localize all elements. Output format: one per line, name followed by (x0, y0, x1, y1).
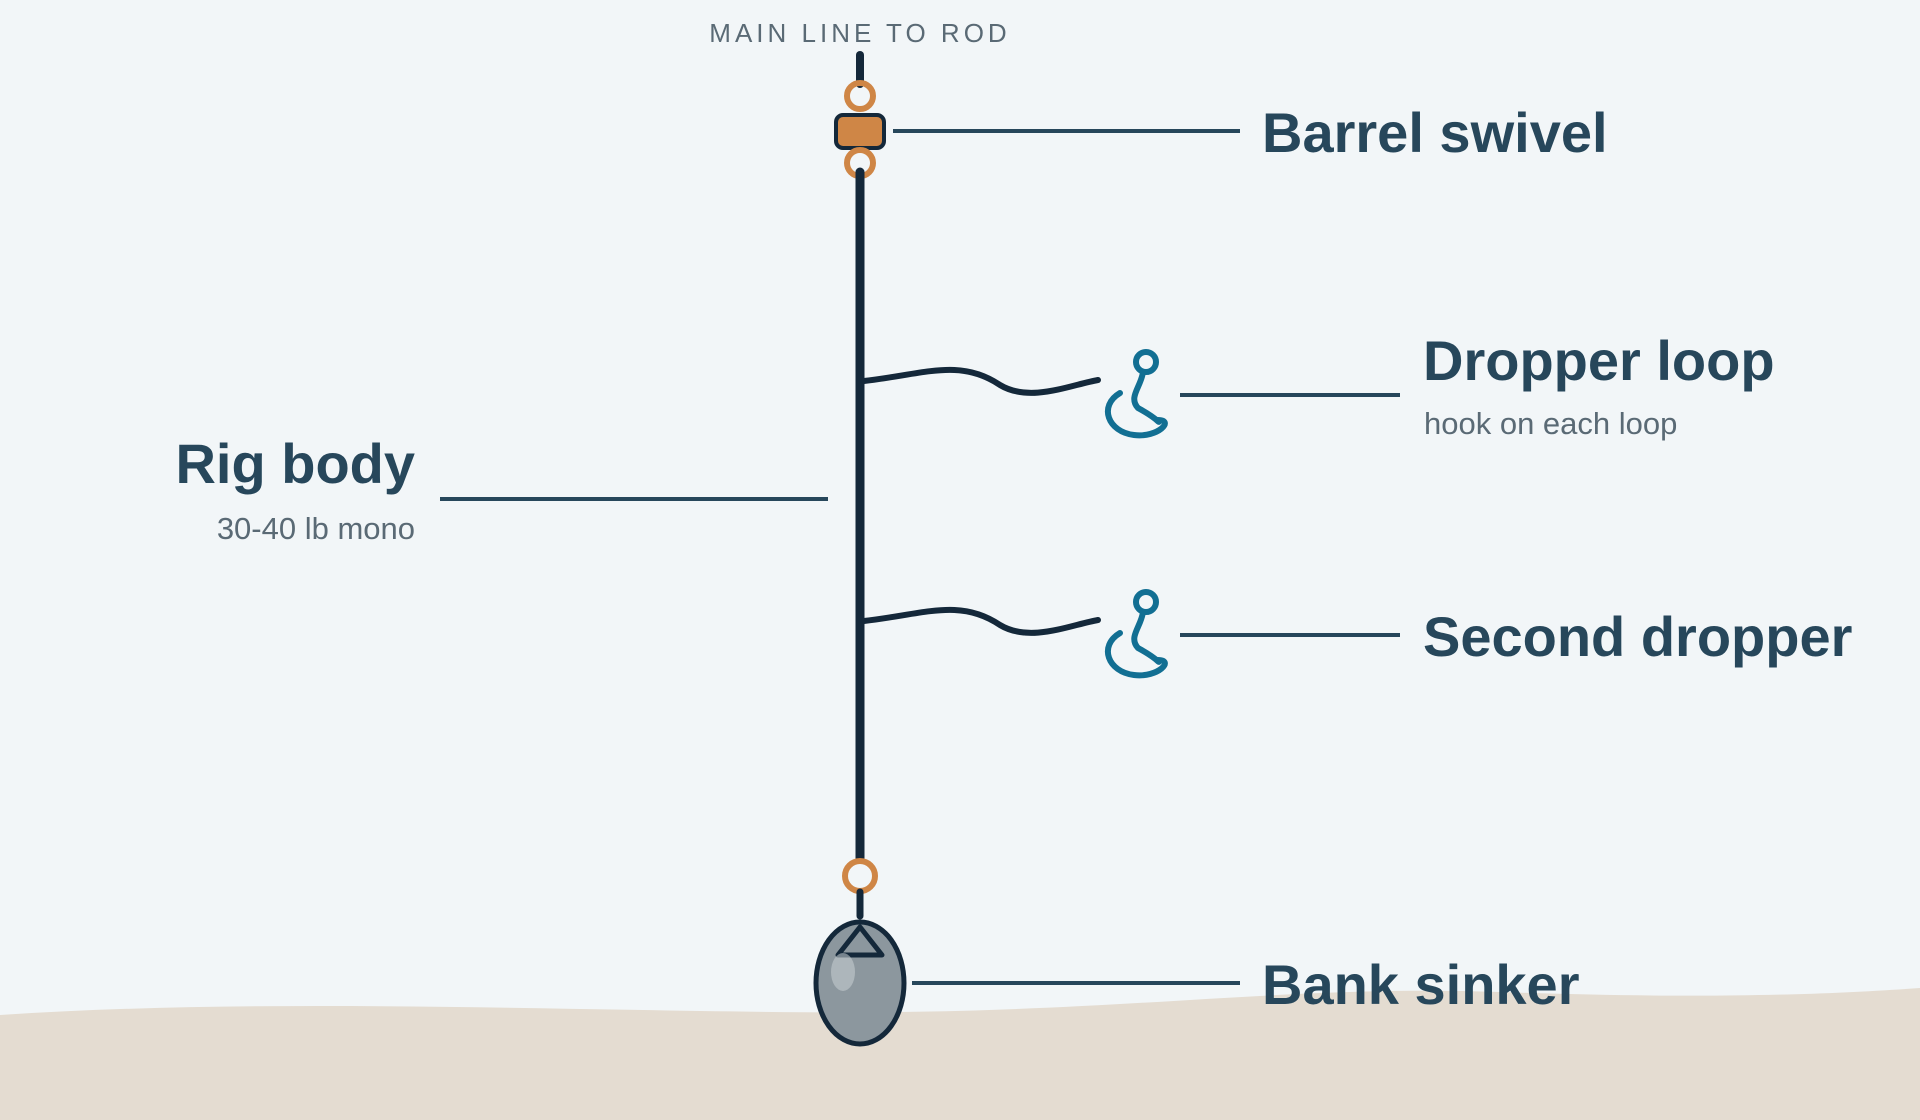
dropper2-title: Second dropper (1423, 605, 1853, 668)
dropper-snood-1 (861, 366, 1101, 396)
hook-1-icon (1105, 349, 1168, 439)
dropper-snood-2 (861, 606, 1101, 636)
rig-body-subtitle: 30-40 lb mono (216, 511, 415, 546)
sinker-ring-icon (842, 858, 878, 894)
hook-2-icon (1105, 589, 1168, 679)
barrel-swivel-icon (834, 80, 886, 179)
sinker-title: Bank sinker (1262, 953, 1580, 1016)
dropper1-title: Dropper loop (1423, 329, 1775, 392)
bank-sinker-icon (813, 919, 907, 1047)
seabed (0, 988, 1920, 1120)
swivel-title: Barrel swivel (1262, 101, 1608, 164)
dropper1-subtitle: hook on each loop (1424, 406, 1678, 441)
rig-body-title: Rig body (175, 432, 415, 495)
main-line-label: MAIN LINE TO ROD (709, 18, 1011, 48)
